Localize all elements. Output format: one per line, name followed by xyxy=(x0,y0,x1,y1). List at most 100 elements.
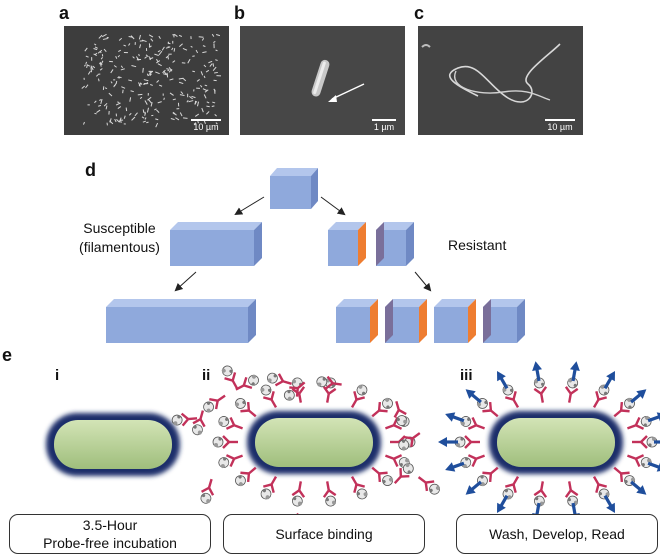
step-caption-i-line1: 3.5-Hour xyxy=(82,517,138,533)
bacterium-dot xyxy=(201,107,204,113)
bacterium-dot xyxy=(156,80,160,83)
single-bacterium-drawing xyxy=(311,59,365,102)
antibody-probe xyxy=(218,454,243,469)
bacterium-dot xyxy=(193,122,197,125)
antibody-probe xyxy=(291,481,306,507)
scale-bar-a: 10 µm xyxy=(189,119,223,132)
antibody-reporter xyxy=(497,476,520,514)
resistant-label: Resistant xyxy=(448,237,507,253)
bacterium-dot xyxy=(202,45,206,47)
bacterium-dot xyxy=(206,105,210,108)
bacterium-dot xyxy=(215,122,218,125)
bacterium-dot xyxy=(96,74,99,77)
bacterium-dot xyxy=(139,96,143,99)
bacterium-dot xyxy=(200,71,204,76)
bacterium-dot xyxy=(85,84,89,89)
bacterium-dot xyxy=(205,69,210,73)
bacterium-dot xyxy=(168,68,173,73)
bacterium-dot xyxy=(142,120,147,123)
bacterium-dot xyxy=(190,45,193,48)
bacterium-dot xyxy=(216,33,221,37)
bacterium-dot xyxy=(109,118,112,123)
bacterium-dot xyxy=(155,71,160,75)
antibody-reporter xyxy=(465,389,499,418)
bacterium-dot xyxy=(130,90,134,93)
bacterium-dot xyxy=(158,35,161,40)
bacterium-dot xyxy=(146,73,149,77)
bacterium-dot xyxy=(131,116,136,121)
bacterium-step-i xyxy=(46,413,180,476)
bacterium-dot xyxy=(145,54,149,58)
panel-letter-e: e xyxy=(2,345,13,365)
bacterium-dot xyxy=(197,101,200,107)
bacterium-dot xyxy=(178,34,183,37)
bacterium-dot xyxy=(167,42,171,45)
antibody-probe xyxy=(192,410,206,436)
bacterium-dot xyxy=(212,101,216,104)
bacterium-dot xyxy=(179,112,183,117)
bacterium-dot xyxy=(187,58,191,64)
bacterium-dot xyxy=(103,48,107,53)
bacterium-dot xyxy=(213,41,216,44)
bacterium-dot xyxy=(182,47,188,51)
arrow-to-resistant xyxy=(320,196,346,216)
bacterium-dot xyxy=(115,102,121,106)
bacterium-dot xyxy=(165,54,170,59)
bacterium-dot xyxy=(206,111,210,115)
bacterium-dot xyxy=(186,99,189,103)
scale-label-a: 10 µm xyxy=(193,122,219,132)
bacterium-dot xyxy=(115,55,118,59)
antibody-reporter xyxy=(627,412,660,430)
bacterium-dot xyxy=(180,91,184,95)
bacterium-dot xyxy=(113,65,117,68)
antibody-probe xyxy=(371,397,393,418)
bacterium-dot xyxy=(162,69,166,74)
step-caption-ii: Surface binding xyxy=(223,514,425,554)
bacterium-dot xyxy=(134,112,138,117)
bacterium-dot xyxy=(147,98,152,104)
antibody-reporter xyxy=(438,435,480,449)
bacterium-dot xyxy=(169,92,174,96)
susceptible-label-line1: Susceptible xyxy=(83,220,156,236)
sem-image-a: 10 µm xyxy=(64,26,229,135)
bacterium-dot xyxy=(206,101,210,104)
bacterium-dot xyxy=(158,50,163,56)
step-caption-iii: Wash, Develop, Read xyxy=(456,514,658,554)
antibody-probe xyxy=(283,381,306,401)
step-numeral-iii: iii xyxy=(460,367,473,384)
bacterium-dot xyxy=(100,99,103,104)
bacterium-dot xyxy=(167,69,170,72)
bacterium-dot xyxy=(114,82,117,87)
bacterium-dot xyxy=(93,48,98,51)
bacterium-dot xyxy=(178,77,184,80)
bacterium-dot xyxy=(175,117,180,121)
antibody-probe xyxy=(260,476,278,500)
bacterium-dot xyxy=(200,84,203,88)
scale-label-c: 10 µm xyxy=(547,122,573,132)
antibody-probe xyxy=(417,476,440,495)
antibody-probe xyxy=(371,466,394,486)
bacterium-dot xyxy=(144,56,148,59)
bacterium-dot xyxy=(155,122,159,128)
bacterium-dot xyxy=(156,109,160,113)
bacterium-dot xyxy=(84,47,88,52)
bacterium-dot xyxy=(99,61,102,67)
bacterium-dot xyxy=(212,66,217,71)
bacterium-dot xyxy=(208,60,213,64)
bacterium-dot xyxy=(192,70,196,73)
bacterium-dot xyxy=(104,87,108,90)
bacterium-step-iii xyxy=(489,411,623,474)
bacterium-dot xyxy=(209,63,213,67)
bacterium-dot xyxy=(148,34,154,38)
antibody-probe xyxy=(393,400,408,426)
bacterium-dot xyxy=(94,112,97,115)
bacterium-dot xyxy=(86,64,91,67)
bacterium-dot xyxy=(99,99,102,101)
bacterium-dot xyxy=(118,117,122,123)
bacterium-dot xyxy=(117,101,120,104)
bacterium-dot xyxy=(117,106,122,109)
bacterium-dot xyxy=(118,76,122,79)
bacterium-dot xyxy=(169,78,174,81)
bacterium-dot xyxy=(154,53,159,57)
bacterium-dot xyxy=(214,71,218,74)
